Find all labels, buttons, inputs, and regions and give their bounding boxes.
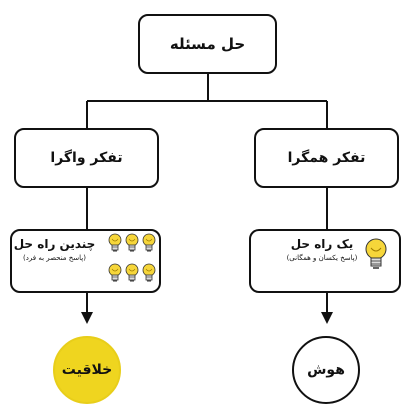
lightbulb-icon [142, 263, 156, 282]
many-solutions-subtitle: (پاسخ منحصر به فرد) [23, 254, 86, 262]
many-solutions-title: چندین راه حل [13, 237, 96, 251]
root-label: حل مسئله [169, 35, 246, 53]
root-node: حل مسئله [138, 14, 277, 74]
lightbulb-icon [125, 233, 139, 252]
divergent-label: تفکر واگرا [50, 150, 123, 166]
convergent-node: تفکر همگرا [254, 128, 399, 188]
convergent-label: تفکر همگرا [287, 150, 366, 166]
lightbulb-icon [125, 263, 139, 282]
many-solutions-text: چندین راه حل (پاسخ منحصر به فرد) [14, 237, 96, 262]
bulb-group-six [108, 233, 156, 282]
divergent-node: تفکر واگرا [14, 128, 159, 188]
one-solution-title: یک راه حل [290, 237, 354, 251]
lightbulb-icon [365, 238, 387, 269]
intelligence-label: هوش [307, 362, 345, 378]
left-arrowhead [81, 312, 93, 324]
right-arrowhead [321, 312, 333, 324]
bulb-single [365, 238, 387, 269]
creativity-label: خلاقیت [61, 362, 113, 378]
one-solution-text: یک راه حل (پاسخ یکسان و همگانی) [287, 237, 358, 262]
intelligence-node: هوش [292, 336, 360, 404]
lightbulb-icon [108, 233, 122, 252]
creativity-node: خلاقیت [53, 336, 121, 404]
one-solution-subtitle: (پاسخ یکسان و همگانی) [286, 254, 358, 262]
lightbulb-icon [142, 233, 156, 252]
lightbulb-icon [108, 263, 122, 282]
